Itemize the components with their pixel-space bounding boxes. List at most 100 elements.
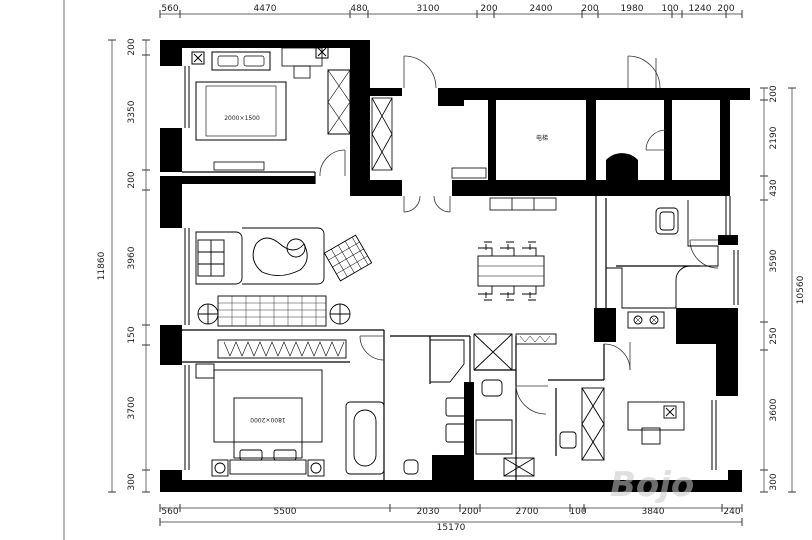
- bedroom-3: [627, 401, 685, 445]
- sofa: [217, 295, 327, 327]
- bedroom-2: [195, 363, 325, 477]
- dim-bottom-6: 100: [569, 507, 586, 517]
- desk-chair-1: [293, 65, 311, 79]
- dimension-lines: [63, 0, 793, 540]
- dim-bottom-4: 200: [461, 507, 478, 517]
- bathrooms: [345, 333, 605, 477]
- dim-right-total: 10560: [796, 275, 806, 304]
- headboard-2: [229, 459, 307, 475]
- kitchen-sink: [655, 207, 679, 235]
- lamp-3: [663, 405, 677, 419]
- toilet-1: [403, 459, 419, 475]
- bedroom-1: 2000×1500: [191, 45, 351, 171]
- dim-top-5: 200: [480, 4, 497, 14]
- nightstand-2b: [307, 459, 325, 477]
- bathtub: [345, 401, 385, 475]
- bed-1: [195, 81, 287, 141]
- rug-2: [213, 369, 323, 443]
- desk-3: [627, 401, 685, 431]
- pillow-2b: [273, 449, 297, 461]
- bottom-dimension-labels: 560 5500 2030 200 2700 100 3840 240 1517…: [161, 507, 740, 533]
- washbasin-3: [559, 431, 577, 449]
- dining-table: [477, 255, 545, 287]
- dining-chairs: [478, 241, 537, 301]
- dim-bottom-5: 2700: [516, 507, 539, 517]
- dim-bottom-8: 240: [723, 507, 740, 517]
- bedroom-2-chair: [195, 363, 215, 379]
- dim-bottom-1: 560: [161, 507, 178, 517]
- dim-left-5: 150: [127, 326, 137, 343]
- wardrobe-1: [327, 69, 351, 135]
- kitchen: [605, 200, 719, 329]
- dim-right-6: 3600: [769, 398, 779, 421]
- elevator-label: 电梯: [536, 134, 548, 142]
- top-dimension-labels: 560 4470 480 3100 200 2400 200 1980 100 …: [161, 4, 734, 14]
- storage-shelf: [515, 333, 557, 345]
- dim-left-6: 3700: [127, 396, 137, 419]
- dim-bottom-3: 2030: [417, 507, 440, 517]
- bed-1-inner: [205, 85, 277, 137]
- dim-right-2: 2190: [769, 126, 779, 149]
- dim-left-3: 200: [127, 171, 137, 188]
- stove: [627, 311, 665, 329]
- left-dimension-labels: 200 3350 200 3960 150 3700 300 11860: [97, 38, 137, 490]
- pillow-1a: [217, 55, 239, 67]
- tv-console-1: [213, 161, 265, 171]
- dim-top-8: 1980: [621, 4, 644, 14]
- nightstand-2a: [211, 459, 229, 477]
- rug-outline: [242, 227, 325, 285]
- dim-right-4: 3590: [769, 249, 779, 272]
- dim-top-11: 200: [717, 4, 734, 14]
- watermark-logo: Bojo: [610, 465, 694, 505]
- lounge-chair: [252, 237, 308, 276]
- dim-top-6: 2400: [530, 4, 553, 14]
- dimension-ticks: [108, 10, 796, 526]
- dim-top-4: 3100: [417, 4, 440, 14]
- dim-top-1: 560: [161, 4, 178, 14]
- washer: [503, 457, 535, 477]
- dim-top-9: 100: [661, 4, 678, 14]
- partitions: [182, 171, 700, 480]
- desk-chair-3: [641, 427, 661, 445]
- dim-bottom-2: 5500: [274, 507, 297, 517]
- dining-area: [477, 241, 545, 301]
- dim-left-total: 11860: [97, 251, 107, 280]
- washbasin-1: [445, 397, 467, 417]
- toilet-2: [481, 379, 503, 397]
- side-table: [286, 238, 306, 258]
- pillow-2a: [239, 449, 263, 461]
- kitchen-counter: [605, 200, 719, 309]
- pillow-1b: [243, 55, 265, 67]
- wardrobe-2: [581, 387, 605, 461]
- right-dimension-labels: 200 2190 430 3590 250 3600 300 10560: [769, 85, 806, 490]
- dim-left-1: 200: [127, 38, 137, 55]
- washbasin-2: [445, 423, 467, 443]
- dim-top-7: 200: [581, 4, 598, 14]
- headboard-1: [211, 51, 271, 71]
- living-room: [195, 227, 373, 359]
- walls: [160, 40, 750, 492]
- shower-2: [475, 419, 513, 455]
- patterned-ottoman: [323, 234, 373, 282]
- dim-right-3: 430: [769, 179, 779, 196]
- dim-left-4: 3960: [127, 246, 137, 269]
- bed-2-size-label: 1800×2000: [250, 416, 286, 423]
- dim-right-5: 250: [769, 327, 779, 344]
- dim-right-1: 200: [769, 85, 779, 102]
- living-sideboard: [217, 339, 347, 359]
- dim-top-10: 1240: [689, 4, 712, 14]
- dim-top-3: 480: [350, 4, 367, 14]
- dim-right-7: 300: [769, 473, 779, 490]
- shower: [473, 333, 513, 371]
- vanity-counter: [430, 339, 465, 383]
- bed-1-size-label: 2000×1500: [224, 115, 260, 122]
- doors: [319, 55, 719, 415]
- dim-left-7: 300: [127, 473, 137, 490]
- dim-bottom-total: 15170: [437, 523, 466, 533]
- bed-2: [233, 397, 303, 459]
- entry-cabinets: [371, 97, 557, 211]
- windows: [184, 66, 739, 470]
- dim-top-2: 4470: [254, 4, 277, 14]
- dim-bottom-7: 3840: [642, 507, 665, 517]
